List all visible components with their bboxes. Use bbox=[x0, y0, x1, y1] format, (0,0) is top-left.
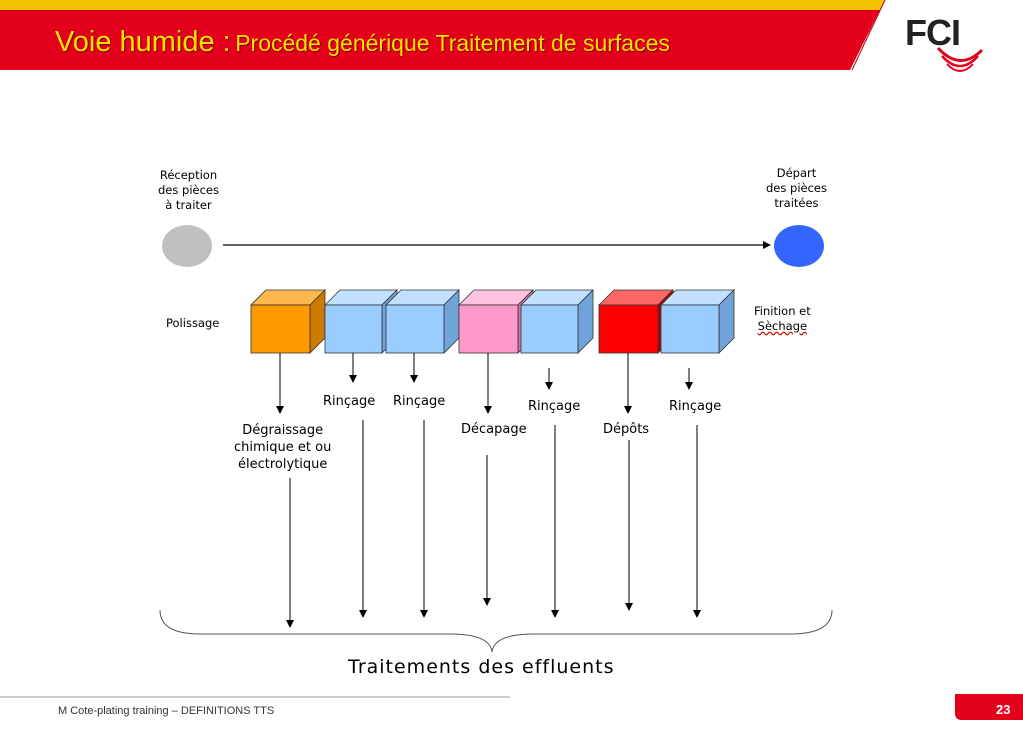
depart-label: Départ des pièces traitées bbox=[766, 166, 827, 210]
station-rincage-4 bbox=[660, 289, 735, 354]
step-label-rincage-2: Rinçage bbox=[393, 394, 446, 409]
station-rincage-2 bbox=[385, 289, 460, 354]
finition-label: Finition et Sèchage bbox=[754, 304, 811, 333]
polissage-label: Polissage bbox=[166, 316, 220, 330]
step-label-depots: Dépôts bbox=[603, 422, 650, 437]
title-sub: Procédé générique Traitement de surfaces bbox=[235, 30, 670, 56]
page-number-tab bbox=[955, 694, 1023, 720]
step-label-rincage-4: Rinçage bbox=[669, 399, 722, 414]
slide-title: Voie humide : Procédé générique Traiteme… bbox=[55, 26, 670, 59]
footer-text: M Cote-plating training – DEFINITIONS TT… bbox=[58, 705, 275, 717]
reception-circle bbox=[162, 225, 212, 267]
header-band bbox=[0, 0, 886, 71]
title-main: Voie humide : bbox=[55, 26, 231, 58]
fci-logo-swoosh bbox=[936, 46, 984, 72]
step-label-rincage-3: Rinçage bbox=[528, 399, 581, 414]
header-yellow-stripe bbox=[0, 0, 885, 10]
step-label-decapage: Décapage bbox=[461, 422, 527, 437]
page-number: 23 bbox=[996, 702, 1011, 717]
header-red-band bbox=[0, 10, 880, 70]
step-label-rincage-1: Rinçage bbox=[323, 394, 376, 409]
step-label-degraissage: Dégraissage chimique et ou électrolytiqu… bbox=[234, 423, 332, 472]
effluents-brace bbox=[159, 609, 833, 653]
reception-label: Réception des pièces à traiter bbox=[158, 168, 219, 212]
station-degraissage bbox=[250, 289, 326, 354]
depart-circle bbox=[774, 225, 824, 267]
effluents-label: Traitements des effluents bbox=[348, 656, 615, 678]
station-rincage-3 bbox=[520, 289, 594, 354]
fci-logo: FCI bbox=[905, 12, 961, 53]
